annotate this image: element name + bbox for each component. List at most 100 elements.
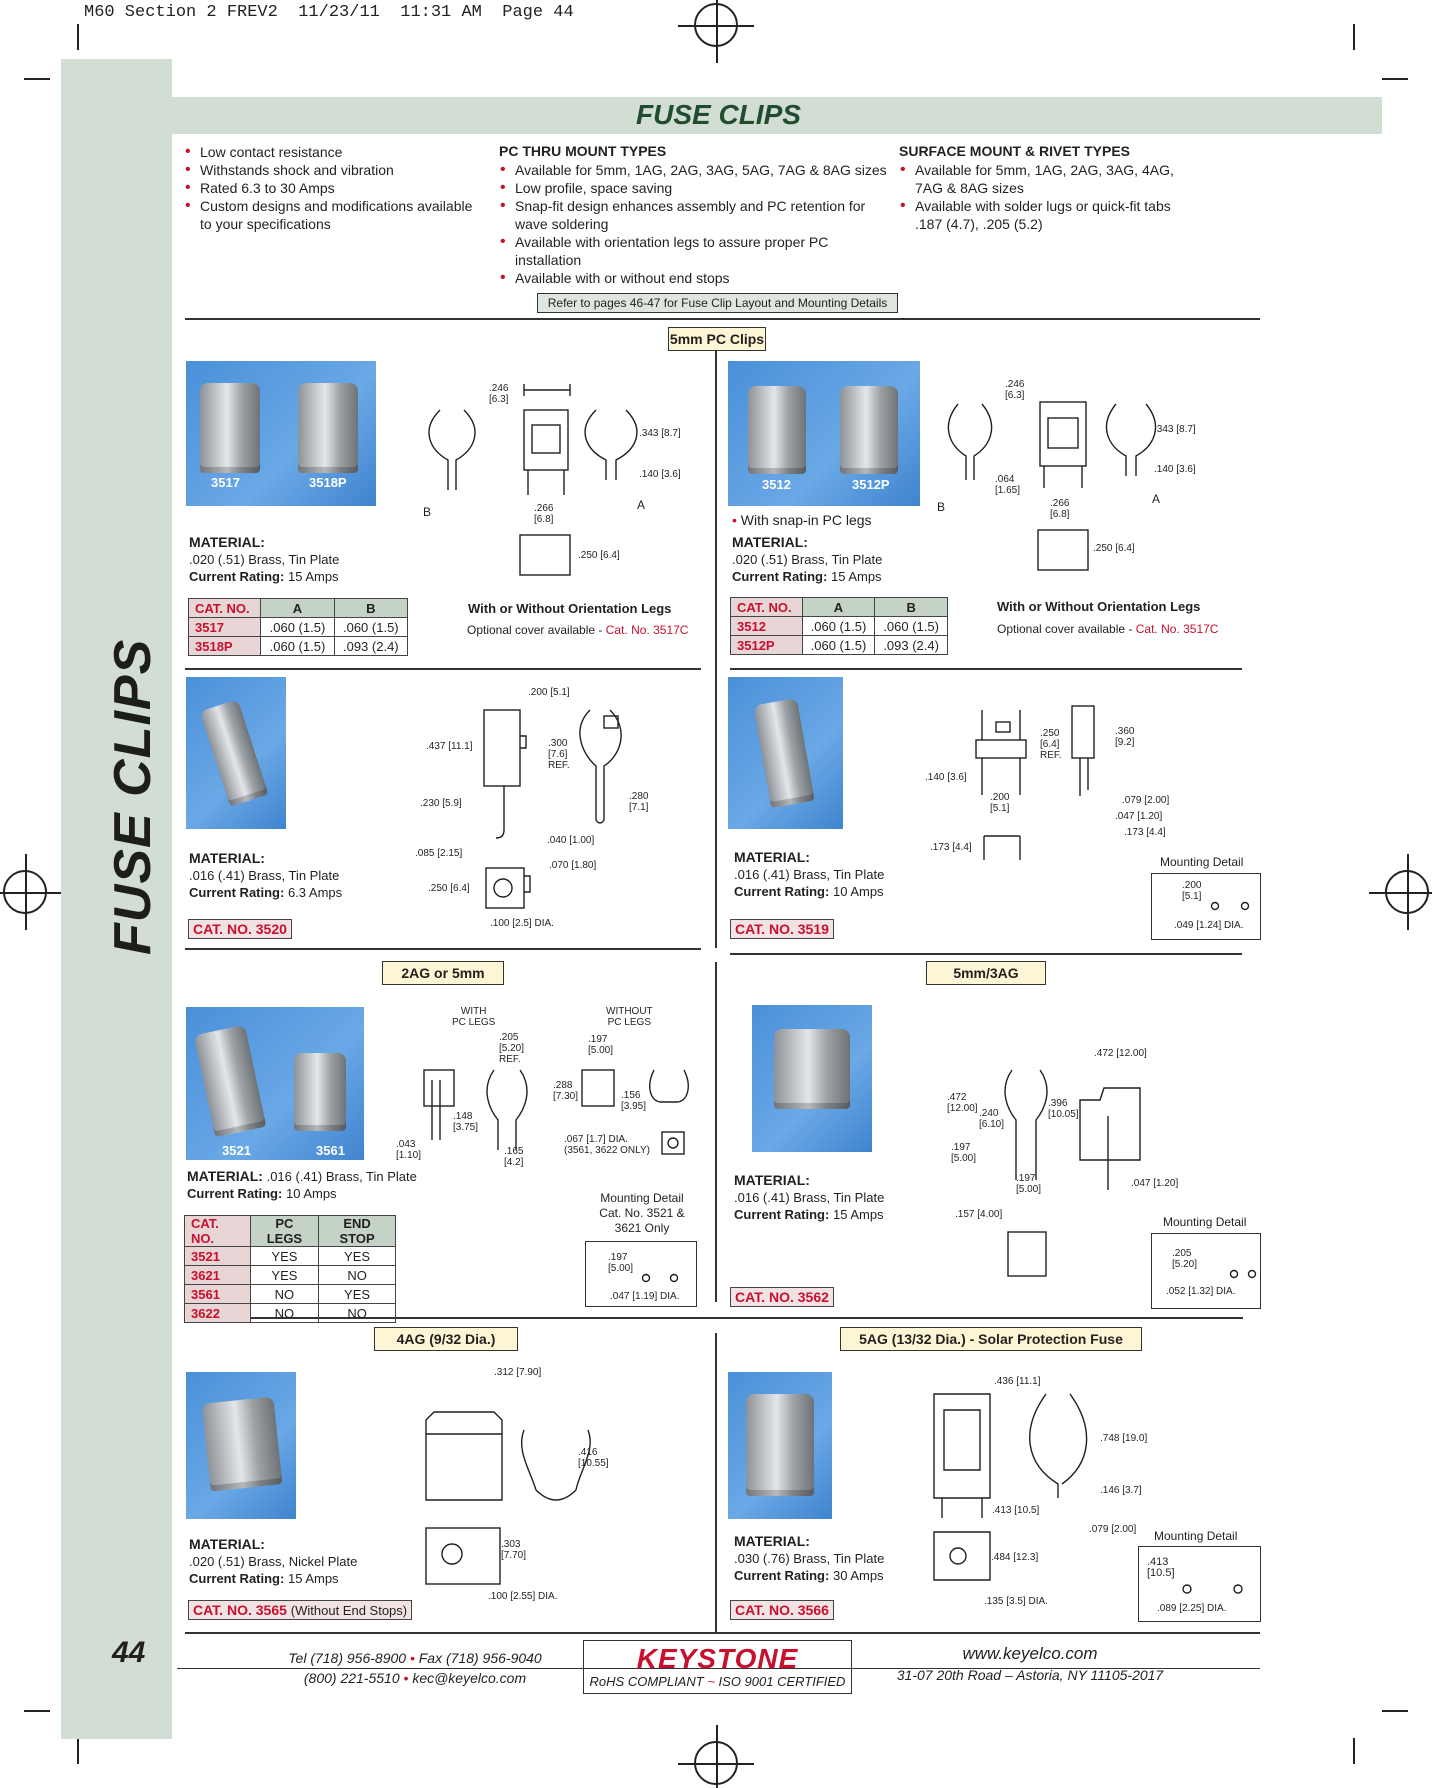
footer-tel: Tel (718) 956-8900 xyxy=(288,1650,407,1666)
dimension-label: .047 [1.19] DIA. xyxy=(610,1291,680,1302)
rohs-label: RoHS COMPLIANT xyxy=(589,1674,704,1689)
table-header-row: CAT. NO. A B xyxy=(187,598,409,618)
dimension-label: .085 [2.15] xyxy=(415,848,463,859)
cover-note: Optional cover available - Cat. No. 3517… xyxy=(997,622,1218,636)
cat-no-note: (Without End Stops) xyxy=(290,1603,408,1618)
current-rating-label: Current Rating: xyxy=(732,569,828,584)
list-item: Low contact resistance xyxy=(184,143,484,161)
cover-cat-link[interactable]: Cat. No. 3517C xyxy=(605,623,689,637)
product-photo-3519 xyxy=(728,677,843,829)
material-line: MATERIAL: .016 (.41) Brass, Tin Plate xyxy=(187,1168,417,1185)
section-label-5ag: 5AG (13/32 Dia.) - Solar Protection Fuse xyxy=(840,1327,1142,1351)
dimension-label: .140 [3.6] xyxy=(1154,464,1196,475)
dimension-label: .100 [2.5] DIA. xyxy=(490,918,554,929)
dimension-label: .246 [6.3] xyxy=(489,383,509,405)
footer-website-link[interactable]: www.keyelco.com xyxy=(962,1644,1098,1663)
photo-label: 3521 xyxy=(222,1143,251,1158)
section-rule xyxy=(185,1632,1260,1634)
material-heading: MATERIAL: xyxy=(734,849,810,865)
footer-street: 31-07 20th Road – Astoria, NY 11105-2017 xyxy=(896,1667,1164,1683)
table-header: B xyxy=(874,597,948,617)
dimension-label: .197 [5.00] xyxy=(608,1252,634,1274)
dimension-label: .250 [6.4] REF. xyxy=(1040,728,1062,761)
mounting-holes-icon xyxy=(1182,1584,1243,1594)
material-heading: MATERIAL: xyxy=(734,1533,810,1549)
cat-table-5mm-right: CAT. NO. A B 3512 .060 (1.5) .060 (1.5) … xyxy=(730,597,948,655)
product-photo-3517: 3517 3518P xyxy=(186,361,376,506)
table-cell: NO xyxy=(249,1303,320,1323)
product-photo-3565 xyxy=(186,1372,296,1519)
features-sm: SURFACE MOUNT & RIVET TYPES Available fo… xyxy=(899,142,1199,233)
fuse-clip-image xyxy=(298,383,358,473)
material-3520: MATERIAL: .016 (.41) Brass, Tin Plate Cu… xyxy=(189,850,342,901)
drawing-3519 xyxy=(975,705,1095,860)
title-band xyxy=(172,97,1382,134)
mounting-holes-icon xyxy=(1229,1269,1257,1279)
photo-label: 3512 xyxy=(762,477,791,492)
dimension-label: .064 [1.65] xyxy=(995,474,1021,496)
cat-no-3519: CAT. NO. 3519 xyxy=(730,919,834,939)
current-rating-label: Current Rating: xyxy=(189,569,285,584)
material-2ag: MATERIAL: .016 (.41) Brass, Tin Plate Cu… xyxy=(187,1168,417,1202)
current-rating-value: 30 Amps xyxy=(832,1568,884,1583)
mounting-detail-title: Mounting Detail xyxy=(1163,1215,1247,1229)
table-cell: .060 (1.5) xyxy=(260,636,335,656)
dimension-label: .312 [7.90] xyxy=(494,1367,542,1378)
dimension-label: .140 [3.6] xyxy=(925,772,967,783)
cover-note: Optional cover available - Cat. No. 3517… xyxy=(467,623,688,637)
footer-email-link[interactable]: kec@keyelco.com xyxy=(412,1670,527,1686)
dimension-label: .100 [2.55] DIA. xyxy=(488,1591,558,1602)
dimension-label: .047 [1.20] xyxy=(1131,1178,1179,1189)
drawing-5ag xyxy=(933,1393,1088,1581)
list-item: Snap-fit design enhances assembly and PC… xyxy=(499,197,889,233)
current-rating-value: 6.3 Amps xyxy=(287,885,343,900)
drawing-5mm-right xyxy=(947,401,1157,571)
iso-label: ISO 9001 CERTIFIED xyxy=(718,1674,846,1689)
material-3519: MATERIAL: .016 (.41) Brass, Tin Plate Cu… xyxy=(734,849,884,900)
product-photo-3566 xyxy=(728,1372,832,1519)
registration-mark-icon xyxy=(678,1725,754,1788)
current-rating: Current Rating: 15 Amps xyxy=(734,1206,884,1223)
dimension-label: .049 [1.24] DIA. xyxy=(1174,920,1244,931)
table-cell: .060 (1.5) xyxy=(801,616,876,636)
column-divider xyxy=(715,1333,717,1633)
section-rule xyxy=(185,1317,1243,1319)
table-header: A xyxy=(260,598,335,618)
cat-table-2ag: CAT. NO. PC LEGS END STOP 3521 YES YES 3… xyxy=(184,1215,396,1323)
dimension-label: .303 [7.70] xyxy=(501,1539,527,1561)
current-rating-label: Current Rating: xyxy=(187,1186,283,1201)
material-3ag: MATERIAL: .016 (.41) Brass, Tin Plate Cu… xyxy=(734,1172,884,1223)
crop-mark xyxy=(1382,1710,1408,1712)
dimension-label: .165 [4.2] xyxy=(504,1146,524,1168)
snap-in-note: With snap-in PC legs xyxy=(732,512,872,528)
dimension-label: .200 [5.1] xyxy=(528,687,570,698)
cover-cat-link[interactable]: Cat. No. 3517C xyxy=(1135,622,1219,636)
dimension-label: .040 [1.00] xyxy=(547,835,595,846)
photo-label: 3561 xyxy=(316,1143,345,1158)
dimension-label: .280 [7.1] xyxy=(629,791,649,813)
material-spec: .016 (.41) Brass, Tin Plate xyxy=(189,868,340,883)
current-rating-value: 15 Amps xyxy=(287,569,339,584)
fuse-clip-image xyxy=(746,1394,814,1496)
dimension-label: .413 [10.5] xyxy=(992,1505,1040,1516)
section-label-2ag: 2AG or 5mm xyxy=(382,961,504,985)
table-row: 3621 YES NO xyxy=(184,1265,396,1285)
current-rating: Current Rating: 15 Amps xyxy=(189,1570,357,1587)
crop-mark xyxy=(24,78,50,80)
current-rating-value: 10 Amps xyxy=(832,884,884,899)
features-general: Low contact resistance Withstands shock … xyxy=(184,143,484,233)
cat-no-3565: CAT. NO. 3565 (Without End Stops) xyxy=(188,1600,413,1620)
dimension-label: .416 [10.55] xyxy=(578,1447,609,1469)
table-header: B xyxy=(333,598,409,618)
material-spec: .020 (.51) Brass, Tin Plate xyxy=(189,552,340,567)
table-cell: YES xyxy=(318,1246,396,1266)
mounting-detail-title: Mounting Detail xyxy=(1160,855,1244,869)
table-row: 3518P .060 (1.5) .093 (2.4) xyxy=(187,636,409,656)
dimension-label: .200 [5.1] xyxy=(1182,880,1202,902)
crop-mark xyxy=(1353,24,1355,50)
list-item: Available for 5mm, 1AG, 2AG, 3AG, 5AG, 7… xyxy=(499,161,889,179)
dimension-label: .148 [3.75] xyxy=(453,1111,479,1133)
material-heading: MATERIAL: xyxy=(189,534,265,550)
list-item: Rated 6.3 to 30 Amps xyxy=(184,179,484,197)
without-legs-label: WITHOUT PC LEGS xyxy=(606,1006,653,1028)
